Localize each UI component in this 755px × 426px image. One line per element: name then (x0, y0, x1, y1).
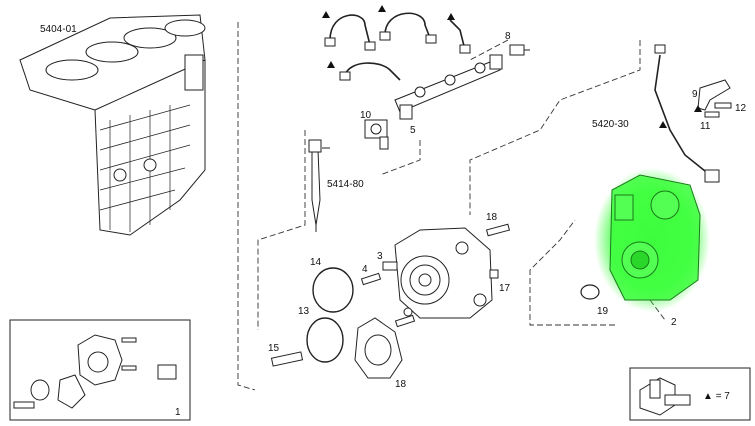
label-part-18-bolt: 18 (486, 212, 498, 223)
label-part-2: 2 (671, 317, 677, 328)
line-fittings (324, 31, 720, 183)
legend-equals-text: = 7 (715, 391, 730, 402)
label-injector: 5414-80 (327, 179, 364, 190)
triangle-markers (322, 5, 702, 128)
label-part-12: 12 (735, 103, 747, 114)
legend-box-frame (629, 367, 751, 421)
gasket (354, 317, 403, 379)
label-part-15: 15 (268, 343, 280, 354)
legend-text: ▲ = 7 (703, 392, 730, 402)
engine-block (19, 14, 206, 236)
label-pump-assembly: 5420-30 (592, 119, 629, 130)
legend-triangle-icon: ▲ (703, 391, 713, 402)
oring-19 (580, 284, 600, 300)
pressure-valve (364, 119, 389, 150)
bracket (697, 79, 732, 118)
label-part-1: 1 (175, 407, 181, 418)
highlighted-pump (609, 174, 701, 301)
inset-assembly-box (9, 319, 191, 421)
label-part-13: 13 (298, 306, 310, 317)
label-part-9: 9 (692, 89, 698, 100)
pressure-sensor (509, 44, 530, 56)
label-engine-block: 5404-01 (40, 24, 77, 35)
fuel-pump (394, 227, 493, 319)
label-part-18-gasket: 18 (395, 379, 407, 390)
label-part-14: 14 (310, 257, 322, 268)
label-part-17: 17 (499, 283, 511, 294)
fuel-rail (394, 54, 503, 120)
label-part-11: 11 (700, 121, 711, 132)
label-part-3: 3 (377, 251, 383, 262)
label-part-4: 4 (362, 264, 368, 275)
label-part-10: 10 (360, 110, 372, 121)
oring-14 (312, 267, 354, 313)
label-part-19: 19 (597, 306, 609, 317)
bolts (270, 223, 511, 367)
fuel-lines (329, 12, 711, 176)
injector (308, 139, 330, 232)
label-part-5: 5 (410, 125, 416, 136)
oring-13 (306, 317, 344, 363)
label-part-8: 8 (505, 31, 511, 42)
